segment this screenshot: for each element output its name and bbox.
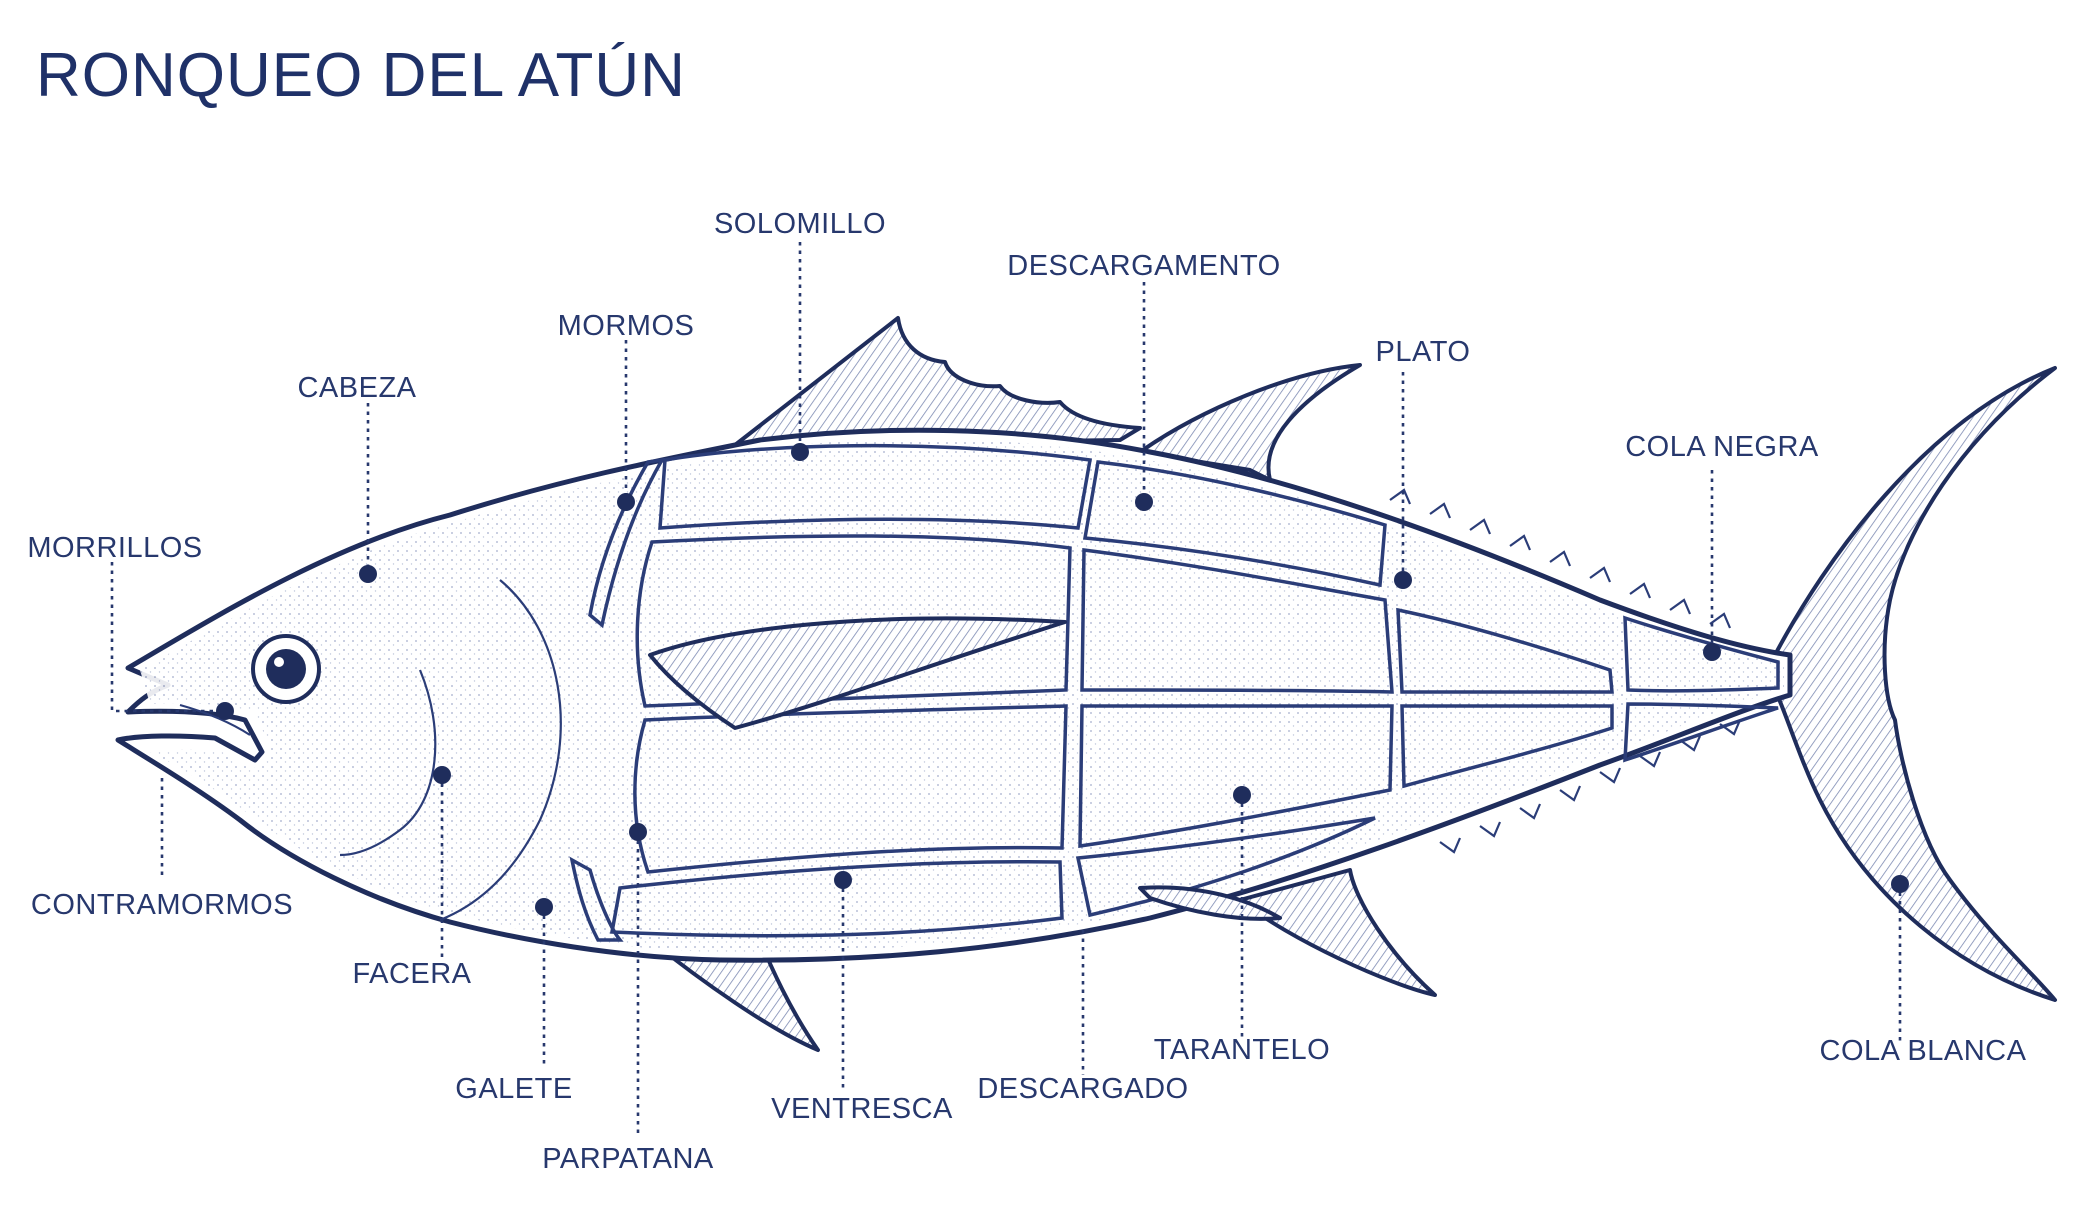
second-dorsal-fin bbox=[1138, 363, 1362, 482]
label-solomillo: SOLOMILLO bbox=[714, 208, 886, 240]
label-cola-blanca: COLA BLANCA bbox=[1820, 1035, 2027, 1067]
label-ventresca: VENTRESCA bbox=[771, 1093, 953, 1125]
dot-cabeza bbox=[359, 565, 377, 583]
pelvic-fin bbox=[648, 938, 820, 1052]
dot-plato bbox=[1394, 571, 1412, 589]
pectoral-fin bbox=[648, 616, 1067, 730]
dot-descargamento bbox=[1135, 493, 1153, 511]
dot-parpatana bbox=[629, 823, 647, 841]
eye-highlight bbox=[274, 657, 284, 667]
dorsal-finlets bbox=[1389, 488, 1732, 629]
gill-cover-inner-line bbox=[339, 669, 437, 857]
label-parpatana: PARPATANA bbox=[542, 1143, 714, 1175]
label-facera: FACERA bbox=[352, 958, 471, 990]
dot-galete bbox=[535, 898, 553, 916]
label-cabeza: CABEZA bbox=[297, 372, 416, 404]
label-galete: GALETE bbox=[455, 1073, 572, 1105]
dot-ventresca bbox=[834, 871, 852, 889]
label-plato: PLATO bbox=[1376, 336, 1471, 368]
anal-fin bbox=[1238, 868, 1437, 997]
tail-fin bbox=[1773, 366, 2057, 1002]
label-cola-negra: COLA NEGRA bbox=[1625, 431, 1819, 463]
gill-cover-line bbox=[439, 579, 562, 922]
label-morrillos: MORRILLOS bbox=[27, 532, 202, 564]
cut-labels: SOLOMILLO DESCARGAMENTO MORMOS PLATO CAB… bbox=[27, 208, 2026, 1175]
leader-lines bbox=[110, 242, 1902, 1135]
dot-facera bbox=[433, 766, 451, 784]
ventral-finlets bbox=[1439, 719, 1742, 854]
dot-morrillos bbox=[216, 702, 234, 720]
dot-mormos bbox=[617, 493, 635, 511]
page-title: RONQUEO DEL ATÚN bbox=[36, 41, 686, 110]
label-mormos: MORMOS bbox=[558, 310, 695, 342]
marker-dots bbox=[216, 443, 1909, 916]
dot-cola-negra bbox=[1703, 643, 1721, 661]
label-tarantelo: TARANTELO bbox=[1154, 1034, 1330, 1066]
eye-pupil bbox=[266, 649, 306, 689]
ventral-finlet bbox=[1138, 885, 1282, 921]
dot-tarantelo bbox=[1233, 786, 1251, 804]
first-dorsal-fin bbox=[733, 316, 1142, 447]
label-contramormos: CONTRAMORMOS bbox=[31, 889, 293, 921]
dot-cola-blanca bbox=[1891, 875, 1909, 893]
label-descargado: DESCARGADO bbox=[977, 1073, 1188, 1105]
dot-solomillo bbox=[791, 443, 809, 461]
mouth-line bbox=[179, 703, 251, 736]
label-descargamento: DESCARGAMENTO bbox=[1007, 250, 1280, 282]
